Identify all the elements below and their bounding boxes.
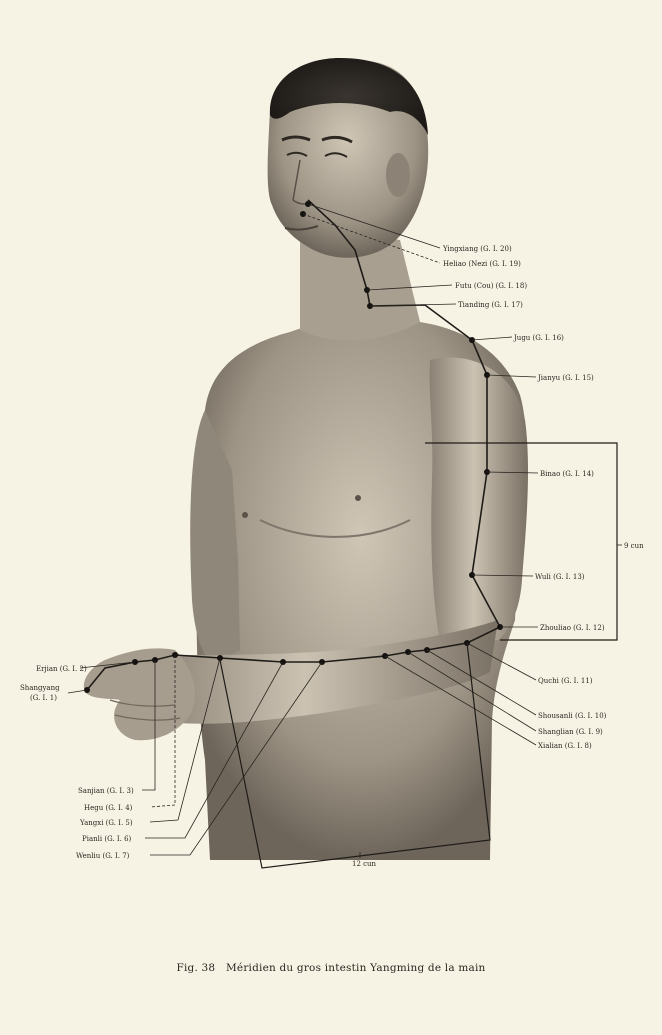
figure-number: Fig. 38 <box>177 962 216 974</box>
nipple <box>242 512 248 518</box>
label-shanglian: Shanglian (G. I. 9) <box>538 728 603 736</box>
figure-caption: Fig. 38 Méridien du gros intestin Yangmi… <box>0 962 662 974</box>
label-sanjian: Sanjian (G. I. 3) <box>78 787 134 795</box>
label-quchi: Quchi (G. I. 11) <box>538 677 593 685</box>
label-jianyu: Jianyu (G. I. 15) <box>537 374 594 382</box>
label-yingxiang: Yingxiang (G. I. 20) <box>442 245 512 253</box>
label-shousanli: Shousanli (G. I. 10) <box>538 712 607 720</box>
nipple-2 <box>355 495 361 501</box>
leader-shangyang <box>68 690 87 693</box>
leader-jugu <box>472 337 512 340</box>
label-wuli: Wuli (G. I. 13) <box>535 573 585 581</box>
body-figure <box>84 58 528 860</box>
label-jugu: Jugu (G. I. 16) <box>513 334 564 342</box>
label-heliao: Heliao (Nezi (G. I. 19) <box>443 260 521 268</box>
label-shangyang-name: Shangyang <box>20 684 60 692</box>
label-erjian: Erjian (G. I. 2) <box>36 665 87 673</box>
label-binao: Binao (G. I. 14) <box>540 470 594 478</box>
label-forearm-measure: 12 cun <box>352 860 377 868</box>
label-hegu: Hegu (G. I. 4) <box>84 804 133 812</box>
label-tianding: Tianding (G. I. 17) <box>458 301 523 309</box>
figure-title: Méridien du gros intestin Yangming de la… <box>226 962 486 974</box>
label-upper-arm-measure: 9 cun <box>624 542 644 550</box>
right-upper-arm <box>430 358 528 641</box>
label-pianli: Pianli (G. I. 6) <box>82 835 132 843</box>
label-wenliu: Wenliu (G. I. 7) <box>76 852 130 860</box>
label-xialian: Xialian (G. I. 8) <box>538 742 592 750</box>
label-shangyang-code: (G. I. 1) <box>30 694 57 702</box>
label-zhouliao: Zhouliao (G. I. 12) <box>540 624 605 632</box>
label-yangxi: Yangxi (G. I. 5) <box>79 819 133 827</box>
label-futu: Futu (Cou) (G. I. 18) <box>455 282 527 290</box>
ear <box>386 153 410 197</box>
